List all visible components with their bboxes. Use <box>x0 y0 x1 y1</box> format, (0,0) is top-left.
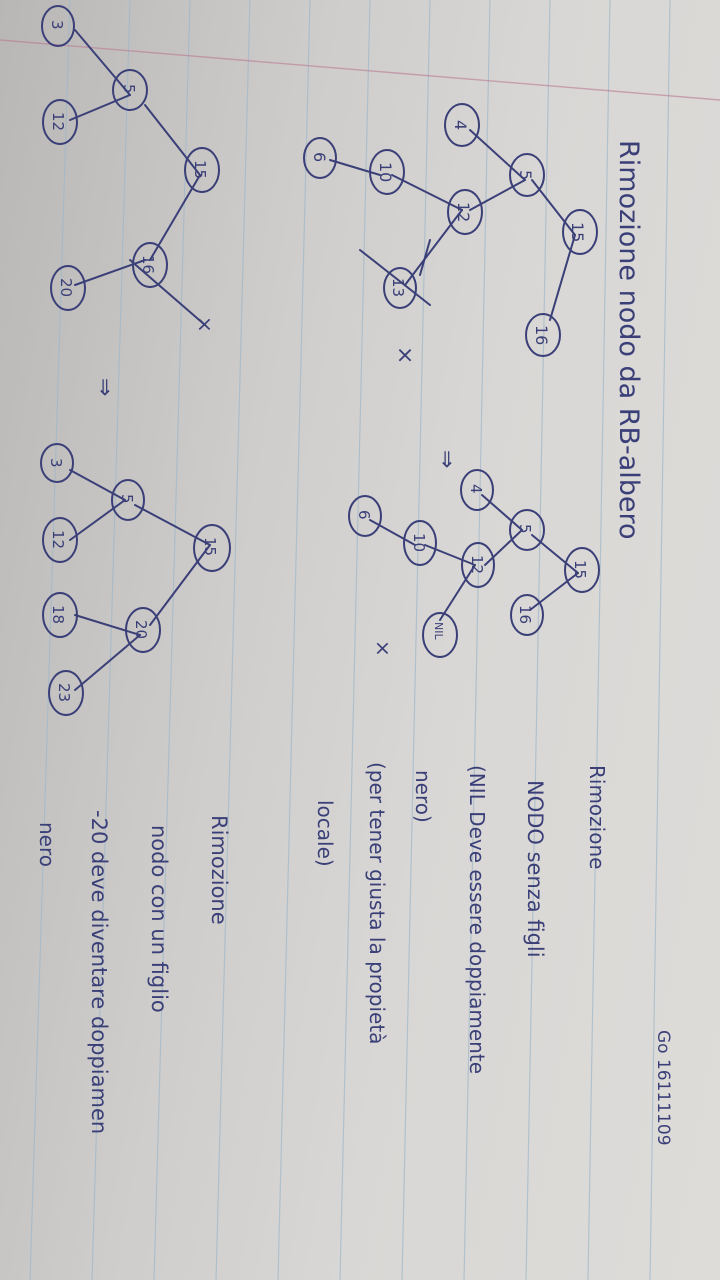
cross-mark: × <box>392 346 417 364</box>
tree2-node-label: 5 <box>516 524 534 534</box>
tree3-node <box>41 5 75 47</box>
tree2-node <box>460 469 494 511</box>
section-remove-one-child: Rimozione nodo con un figlio -20 deve di… <box>35 810 231 1134</box>
tree2-node-label: 6 <box>355 510 373 520</box>
tree-3: 15 5 16 12 20 3 × <box>41 5 220 333</box>
tree4-node <box>42 592 78 638</box>
tree1-node <box>525 313 561 357</box>
tree1-node-label: 6 <box>310 152 329 162</box>
tree3-node-label: 15 <box>191 160 209 179</box>
transform-arrow: ⇒ <box>92 378 117 396</box>
tree4-node <box>42 517 78 563</box>
tree4-node-label: 23 <box>55 683 73 702</box>
tree4-node-label: 20 <box>132 620 150 639</box>
tree3-node-label: 5 <box>120 84 138 94</box>
section1-note-1: (NIL Deve essere doppiamente <box>465 765 489 1074</box>
tree1-node-label: 12 <box>454 202 473 222</box>
cross-mark: × <box>371 640 395 657</box>
tree3-node <box>50 265 86 311</box>
tree1-node <box>562 209 598 255</box>
tree2-node <box>461 542 495 588</box>
tree1-node <box>369 149 405 195</box>
section1-note-4: locale) <box>313 800 337 867</box>
transform-arrow: ⇒ <box>434 450 459 468</box>
page-date: Go 16111109 <box>653 1030 673 1146</box>
tree2-node <box>403 520 437 566</box>
tree1-node-label: 10 <box>376 162 395 182</box>
tree1-node <box>444 103 480 147</box>
tree2-node <box>422 612 458 658</box>
tree2-node <box>509 509 545 551</box>
tree3-node <box>184 147 220 193</box>
section2-note-2: nero <box>35 822 59 867</box>
tree4-node-label: 3 <box>47 458 65 468</box>
tree1-node <box>383 267 417 309</box>
tree4-node <box>40 443 74 483</box>
tree2-node-label: 4 <box>467 484 485 494</box>
tree4-node <box>193 524 231 572</box>
tree3-node-label: 12 <box>49 112 67 131</box>
tree4-node-label: 15 <box>201 537 219 556</box>
tree2-node-label: 10 <box>410 533 428 552</box>
tree3-node <box>112 69 148 111</box>
tree4-node-label: 18 <box>49 605 67 624</box>
tree2-node-label: 12 <box>468 555 486 574</box>
tree2-node-label: NIL <box>432 622 445 640</box>
tree1-node-label: 15 <box>568 222 587 242</box>
tree-2: 15 5 16 4 12 10 6 NIL × <box>348 469 600 658</box>
tree4-node-label: 12 <box>49 530 67 549</box>
tree3-node-label: 16 <box>139 255 157 274</box>
tree-1: 15 5 16 4 12 10 6 13 × <box>303 103 598 364</box>
tree4-node-label: 5 <box>118 494 136 504</box>
tree2-node <box>564 547 600 593</box>
page-title: Rimozione nodo da RB-albero <box>613 140 644 540</box>
section-remove-leaf: Rimozione NODO senza figli (NIL Deve ess… <box>313 762 609 1074</box>
tree2-node-label: 16 <box>516 605 534 624</box>
tree4-node <box>111 479 145 521</box>
tree1-node-label: 13 <box>389 278 407 297</box>
tree2-node-label: 15 <box>571 560 589 579</box>
section1-heading: Rimozione <box>585 765 609 869</box>
cross-mark: × <box>193 316 217 333</box>
tree1-node <box>447 189 483 235</box>
tree2-node <box>510 594 544 636</box>
tree2-node <box>348 495 382 537</box>
section2-subtitle: nodo con un figlio <box>147 825 171 1013</box>
section2-note-1: -20 deve diventare doppiamen <box>87 810 111 1134</box>
tree3-node <box>132 242 168 288</box>
section1-note-3: (per tener giusta la propietà <box>365 762 389 1044</box>
tree3-node-label: 3 <box>48 20 66 30</box>
tree1-node <box>303 137 337 179</box>
section1-subtitle: NODO senza figli <box>523 780 547 958</box>
tree-4: 15 5 20 3 12 18 23 <box>40 443 231 716</box>
tree4-node <box>125 607 161 653</box>
tree4-node <box>48 670 84 716</box>
tree1-node-label: 5 <box>516 170 535 180</box>
tree1-node <box>509 153 545 197</box>
section1-note-2: nero) <box>411 770 435 823</box>
tree3-node-label: 20 <box>57 278 75 297</box>
tree1-node-label: 16 <box>532 325 551 345</box>
tree3-node <box>42 99 78 145</box>
tree1-node-label: 4 <box>451 120 470 130</box>
section2-heading: Rimozione <box>207 815 231 925</box>
